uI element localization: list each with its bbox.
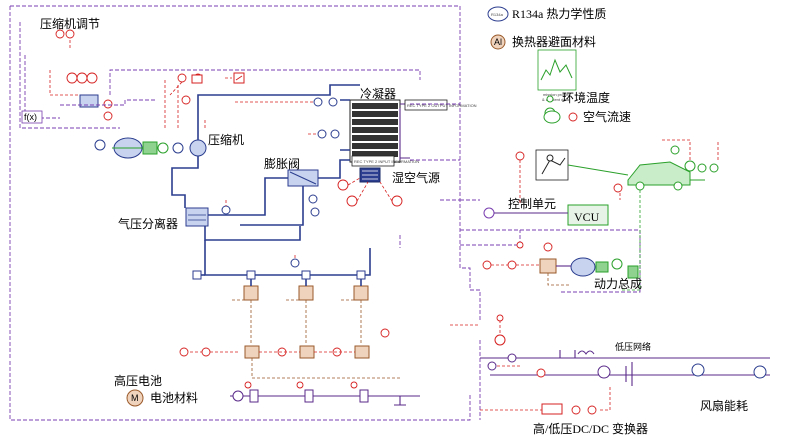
compressor-sensors xyxy=(164,72,245,130)
battery-thermal-1-icon xyxy=(244,345,260,359)
condenser-input-box xyxy=(351,155,395,167)
shaft-coupling-icon xyxy=(142,141,158,155)
mission-caption-1: mission profile xyxy=(543,92,569,97)
compressor-label: 压缩机 xyxy=(208,132,244,147)
mission-profile-icon xyxy=(537,49,577,91)
heat-exchanger-material-label: 换热器避面材料 xyxy=(512,35,596,49)
compressor-group: 压缩机 xyxy=(94,84,360,208)
battery-material-icon xyxy=(126,389,144,407)
refrigerant-badge: R134a xyxy=(491,12,504,17)
battery-material-label: 电池材料 xyxy=(150,391,198,405)
fan-icon xyxy=(753,365,767,379)
lv-network-group: 低压网络 风扇能耗 xyxy=(480,314,770,413)
battery-thermal-3-icon xyxy=(354,345,370,359)
battery-material-badge: M xyxy=(131,393,139,403)
compressor-icon xyxy=(189,139,207,157)
control-unit-label: 控制单元 xyxy=(508,197,556,211)
battery-thermal-2-icon xyxy=(299,345,315,359)
vcu-label: VCU xyxy=(574,210,600,224)
dcdc-label: 高/低压DC/DC 变换器 xyxy=(533,421,648,436)
compressor-control-label: 压缩机调节 xyxy=(40,16,100,31)
mission-profile-group: mission profile & ambient data 环境温度 空气流速 xyxy=(537,49,631,124)
humid-air-source-label: 湿空气源 xyxy=(392,170,440,185)
condenser-group: 冷凝器 REC TYPE 2 OUTPUT INFORMATION REC TY… xyxy=(305,86,477,167)
fx-block xyxy=(21,110,43,124)
fan-power-label: 风扇能耗 xyxy=(700,398,748,413)
motor-thermal-icon xyxy=(539,258,557,274)
dcdc-group: 高/低压DC/DC 变换器 xyxy=(480,385,648,436)
motor-controller-icon xyxy=(94,139,106,151)
air-flow-label: 空气流速 xyxy=(583,109,631,124)
expansion-valve-label: 膨胀阀 xyxy=(264,157,300,171)
property-legend: R134a R134a 热力学性质 Al 换热器避面材料 xyxy=(487,6,606,50)
traction-motor-icon xyxy=(570,257,596,277)
separator-icon xyxy=(185,207,209,227)
air-flow-icon xyxy=(543,110,561,124)
lv-battery-icon xyxy=(597,365,611,379)
hv-battery-group: 高压电池 M 电池材料 xyxy=(114,373,198,407)
hv-battery-label: 高压电池 xyxy=(114,373,162,388)
powertrain-label: 动力总成 xyxy=(594,277,642,291)
lv-network-label: 低压网络 xyxy=(615,341,651,352)
heat-exchanger-material-icon xyxy=(490,34,506,50)
separator-label: 气压分离器 xyxy=(118,216,178,231)
misc-links xyxy=(181,95,480,326)
condenser-output-box xyxy=(404,99,448,111)
cold-plate-1-icon xyxy=(243,285,259,301)
car-body-icon xyxy=(627,161,691,186)
svg-text:f(x): f(x) xyxy=(24,112,37,122)
cold-plate-2-icon xyxy=(298,285,314,301)
dcdc-efficiency-block xyxy=(541,403,563,415)
ambient-temp-label: 环境温度 xyxy=(562,90,610,105)
battery-ground-icon xyxy=(232,390,244,402)
condenser-output-text: REC TYPE 2 OUTPUT INFORMATION xyxy=(407,103,477,108)
mission-caption-2: & ambient data xyxy=(542,97,570,102)
humid-air-source-group: 湿空气源 xyxy=(337,167,440,207)
vcu-block xyxy=(567,204,609,226)
condenser-input-text: REC TYPE 2 INPUT INFORMATION xyxy=(354,159,419,164)
refrigerant-props-icon xyxy=(487,6,509,22)
speed-gauge-icon xyxy=(66,72,78,84)
lv-sensor-icon xyxy=(494,334,506,346)
control-switch-icon xyxy=(483,207,495,219)
pid-block xyxy=(79,94,99,108)
compressor-control-group: 压缩机调节 f(x) xyxy=(21,16,155,124)
battery-modules xyxy=(179,328,420,406)
target-sensor-icon xyxy=(55,29,65,39)
refrigerant-props-label: R134a 热力学性质 xyxy=(512,6,606,21)
vehicle-group xyxy=(535,139,719,291)
cold-plate-3-icon xyxy=(353,285,369,301)
separator-group: 气压分离器 xyxy=(118,200,301,241)
expansion-valve-group: 膨胀阀 xyxy=(240,157,350,226)
driver-icon xyxy=(535,149,569,181)
powertrain-group: 动力总成 xyxy=(482,241,642,291)
material-badge: Al xyxy=(494,37,502,47)
battery-cooling-loop xyxy=(192,240,371,345)
condenser-label: 冷凝器 xyxy=(360,86,396,101)
